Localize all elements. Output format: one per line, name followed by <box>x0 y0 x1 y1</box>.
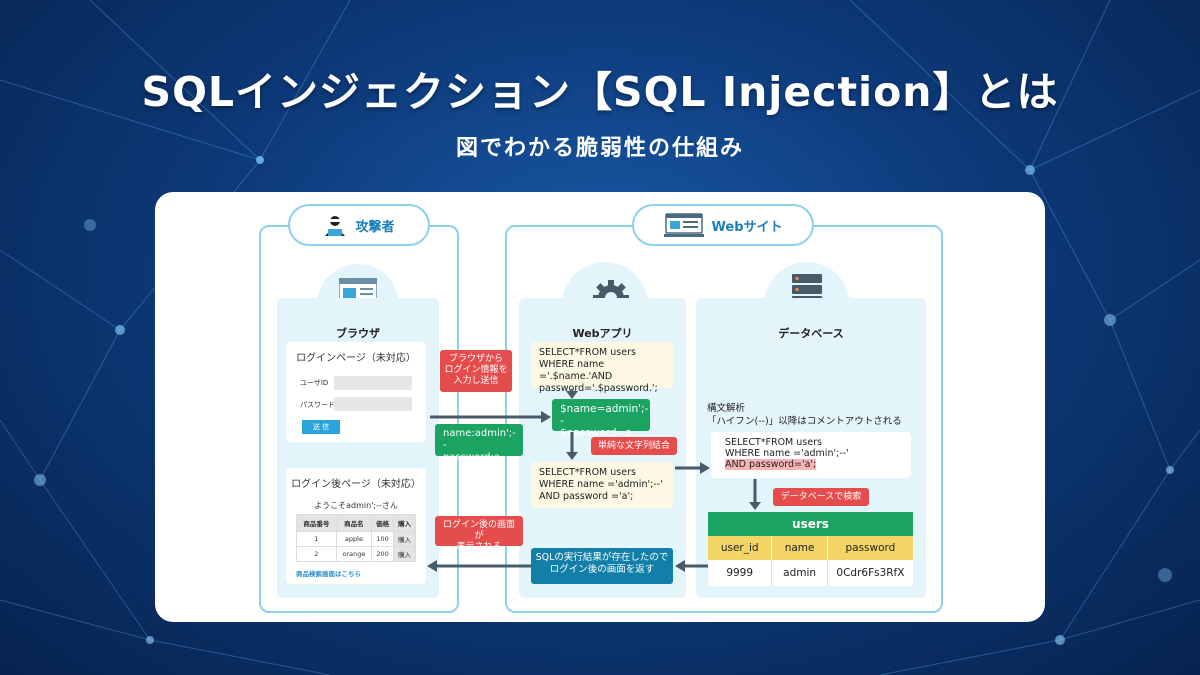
users-table: users user_id name password 9999 admin 0… <box>708 512 913 586</box>
table-row: 9999 admin 0Cdr6Fs3RfX <box>708 560 913 586</box>
table-row: 1 apple 100 購入 <box>296 531 416 547</box>
commented-out-sql: AND password='a'; <box>725 459 817 470</box>
website-icon <box>663 213 704 237</box>
injected-variables: $name=admin';-- $password=a <box>552 399 650 439</box>
attacker-heading-text: 攻撃者 <box>355 219 395 235</box>
login-page: ログインページ（未対応） ユーザID パスワード 送 信 <box>286 342 426 442</box>
webapp-label: Webアプリ <box>572 327 633 340</box>
concat-note: 単純な文字列結合 <box>591 437 677 455</box>
sql-template: SELECT*FROM users WHERE name ='.$name.'A… <box>531 342 673 394</box>
send-note: ブラウザから ログイン情報を 入力し送信 <box>440 350 512 392</box>
website-heading: Webサイト <box>632 204 814 246</box>
buy-button[interactable]: 購入 <box>393 546 416 562</box>
input-values: name:admin';-- password:a <box>435 424 523 463</box>
product-col-no: 商品番号 <box>296 514 337 532</box>
col-name: name <box>772 536 828 560</box>
product-table: 商品番号 商品名 価格 購入 1 apple 100 購入 2 orange 2… <box>296 514 416 562</box>
parse-note: 構文解析 「ハイフン(--)」以降はコメントアウトされる <box>707 403 902 427</box>
display-note: ログイン後の画面が 表示される <box>435 516 523 552</box>
user-id-label: ユーザID <box>300 379 329 387</box>
db-search-note: データベースで検索 <box>773 488 869 506</box>
user-id-input[interactable] <box>334 376 412 390</box>
page-subtitle: 図でわかる脆弱性の仕組み <box>455 136 744 161</box>
users-table-name: users <box>708 512 913 536</box>
password-input[interactable] <box>334 397 412 411</box>
welcome-text: ようこそadmin';--さん <box>314 501 398 510</box>
database-label: データベース <box>778 327 844 340</box>
table-row: 2 orange 200 購入 <box>296 546 416 562</box>
after-page-title: ログイン後ページ（未対応） <box>291 479 421 490</box>
attacker-heading: 攻撃者 <box>288 204 430 246</box>
after-login-page: ログイン後ページ（未対応） ようこそadmin';--さん 商品番号 商品名 価… <box>286 468 426 584</box>
website-heading-text: Webサイト <box>711 219 783 235</box>
return-note: SQLの実行結果が存在したので ログイン後の画面を返す <box>531 548 673 584</box>
col-password: password <box>845 542 896 554</box>
browser-label: ブラウザ <box>336 327 380 340</box>
hacker-icon <box>325 216 346 236</box>
flow-arrows <box>427 389 761 572</box>
diagram-card: 攻撃者 ブラウザ ログインページ（未対応） ユーザID パスワード 送 信 ログ… <box>155 192 1045 622</box>
password-label: パスワード <box>300 401 335 409</box>
product-col-buy: 購入 <box>393 514 416 532</box>
page-title: SQLインジェクション【SQL Injection】とは <box>141 68 1059 116</box>
login-page-title: ログインページ（未対応） <box>296 353 416 364</box>
sql-result: SELECT*FROM users WHERE name ='admin';--… <box>531 462 673 508</box>
search-link[interactable]: 商品検索画面はこちら <box>296 570 361 578</box>
parsed-sql: SELECT*FROM users WHERE name ='admin';--… <box>711 432 911 478</box>
send-button[interactable]: 送 信 <box>302 420 340 434</box>
col-user-id: user_id <box>708 536 773 560</box>
